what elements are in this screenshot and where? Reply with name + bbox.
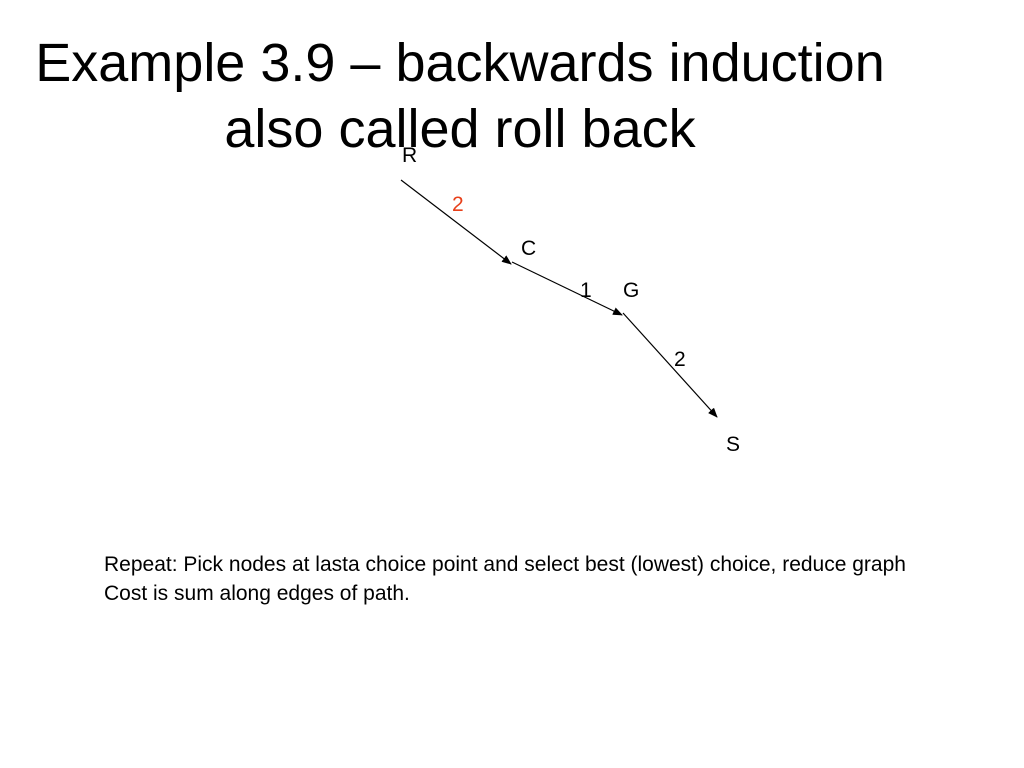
edge-r-to-c [400, 179, 512, 265]
edge-weight-c-g: 1 [580, 279, 592, 302]
title-line-2: also called roll back [224, 99, 696, 159]
notes-line-1: Repeat: Pick nodes at lasta choice point… [104, 553, 906, 576]
edge-c-to-g [511, 261, 623, 316]
node-label-c: C [521, 237, 536, 260]
notes-line-2: Cost is sum along edges of path. [104, 582, 410, 605]
edge-weight-r-c: 2 [452, 193, 464, 216]
slide-title: Example 3.9 – backwards induction also c… [0, 30, 920, 162]
edge-g-to-s [622, 312, 718, 418]
edge-weight-g-s: 2 [674, 348, 686, 371]
node-label-g: G [623, 279, 639, 302]
node-label-s: S [726, 433, 740, 456]
slide-notes: Repeat: Pick nodes at lasta choice point… [104, 550, 1024, 608]
node-label-r: R [402, 144, 417, 167]
title-line-1: Example 3.9 – backwards induction [35, 33, 885, 93]
